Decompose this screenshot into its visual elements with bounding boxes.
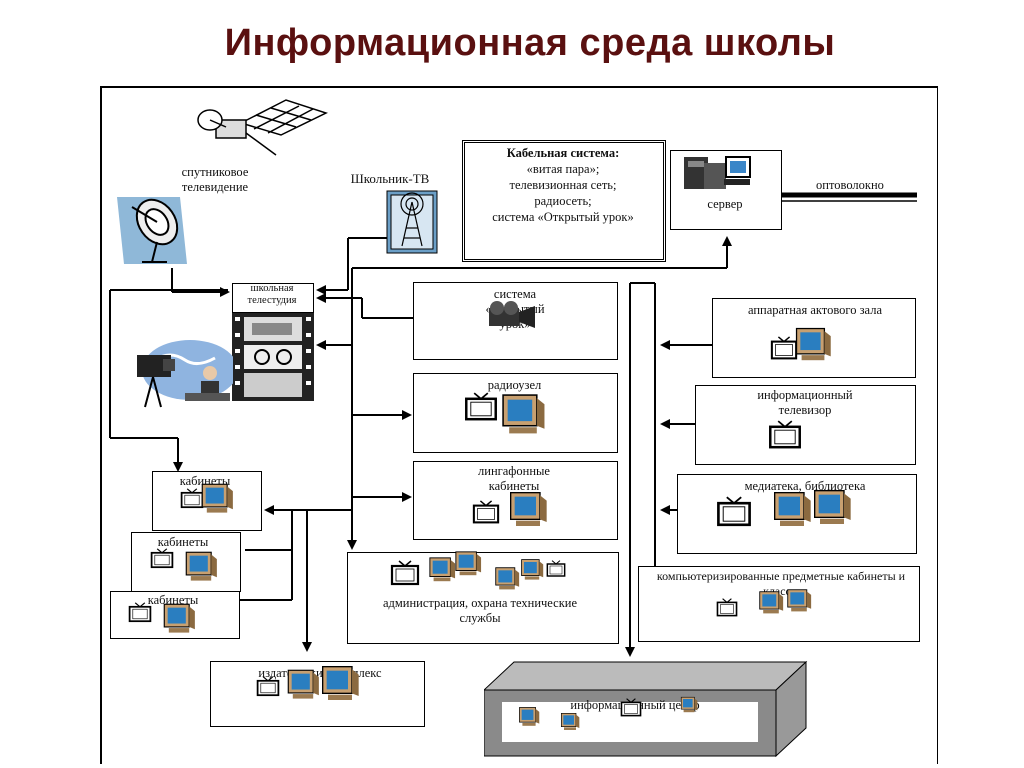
- computer-icon: [561, 713, 580, 730]
- tv-icon: [390, 560, 420, 586]
- satellite-dish-icon: [117, 197, 187, 264]
- tv-icon: [770, 336, 798, 360]
- tv-tower-icon: [386, 190, 438, 254]
- computer-icon: [495, 567, 520, 590]
- info-tv-box: [695, 385, 916, 465]
- studio-label-box: [232, 283, 314, 313]
- satellite-icon: [197, 99, 328, 156]
- computer-icon: [814, 490, 851, 524]
- film-strip-icon: [232, 313, 314, 401]
- tv-icon: [620, 698, 642, 717]
- computer-icon: [287, 669, 319, 699]
- tv-icon: [717, 496, 751, 527]
- classroom-box-1: [152, 471, 262, 531]
- info-tv-label: информационный телевизор: [757, 388, 853, 417]
- cable-system-title: Кабельная система:: [506, 146, 620, 160]
- computer-icon: [759, 591, 784, 614]
- server-computer-icon: [684, 156, 751, 189]
- computer-icon: [163, 603, 195, 633]
- page-title: Информационная среда школы: [224, 22, 836, 64]
- cable-line-2: телевизионная сеть;: [509, 178, 617, 192]
- tv-icon: [716, 598, 738, 617]
- computer-icon: [502, 394, 545, 434]
- video-camera-icon: [489, 301, 535, 328]
- computer-icon: [680, 696, 698, 713]
- computer-icon: [429, 557, 456, 582]
- radio-node-label: радиоузел: [487, 378, 542, 392]
- classroom-label-3: кабинеты: [147, 593, 199, 607]
- cable-system-box: [462, 140, 666, 262]
- satellite-label: спутниковое телевидение: [181, 165, 249, 194]
- tv-icon: [472, 500, 500, 524]
- computer-icon: [510, 492, 547, 526]
- tv-icon: [465, 392, 497, 421]
- computer-icon: [519, 707, 540, 726]
- computer-icon: [787, 589, 812, 612]
- info-center-room-icon: [484, 660, 808, 758]
- assembly-hall-label: аппаратная актового зала: [747, 303, 882, 317]
- administration-label: администрация, охрана технические службы: [382, 596, 578, 625]
- lingo-label: лингафонные кабинеты: [478, 464, 550, 493]
- computer-icon: [795, 327, 831, 361]
- tv-icon: [128, 602, 152, 623]
- cable-line-1: «витая пара»;: [526, 162, 600, 176]
- computer-icon: [774, 492, 811, 526]
- computer-icon: [455, 551, 482, 576]
- diagram-frame: [100, 86, 938, 764]
- computer-icon: [322, 666, 359, 700]
- server-label: сервер: [707, 197, 743, 211]
- tv-icon: [546, 560, 566, 577]
- computer-icon: [185, 551, 217, 581]
- tv-icon: [150, 548, 174, 569]
- cable-line-3: радиосеть;: [534, 194, 592, 208]
- tv-studio-scene-icon: [137, 340, 233, 408]
- classroom-label-2: кабинеты: [157, 535, 209, 549]
- tv-icon: [769, 420, 801, 449]
- tv-icon: [256, 676, 280, 697]
- shkolnik-tv-label: Школьник-ТВ: [350, 171, 430, 186]
- computer-icon: [201, 483, 233, 513]
- fiber-label: оптоволокно: [816, 178, 884, 192]
- cable-line-4: система «Открытый урок»: [492, 210, 634, 224]
- computer-icon: [521, 559, 544, 580]
- studio-label: школьная телестудия: [247, 283, 297, 306]
- media-library-label: медиатека, библиотека: [744, 479, 866, 493]
